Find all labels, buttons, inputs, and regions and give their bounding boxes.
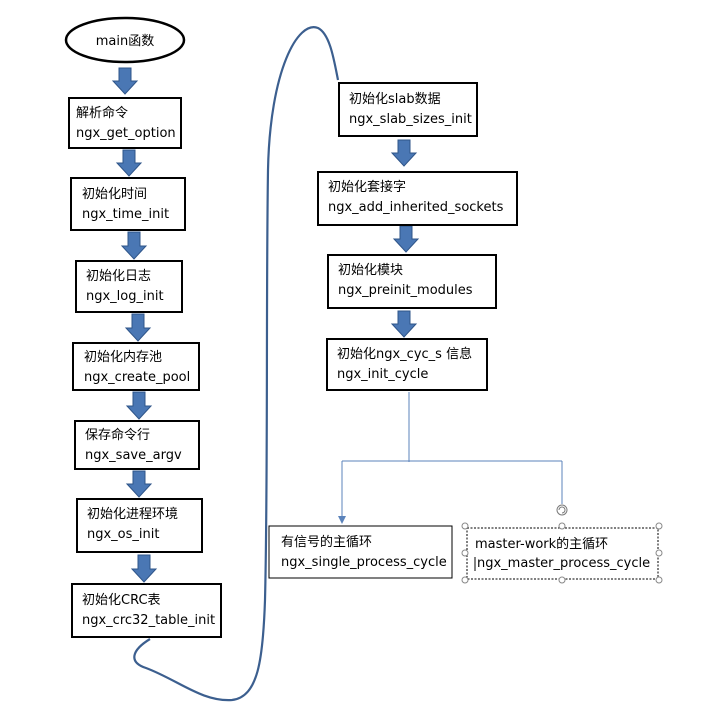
node-master-process-cycle[interactable]: master-work的主循环 ngx_master_process_cycle	[466, 527, 659, 580]
node-single-process-cycle-cn: 有信号的主循环	[281, 534, 372, 550]
node-get-option[interactable]: 解析命令 ngx_get_option	[68, 97, 182, 149]
node-init-cycle[interactable]: 初始化ngx_cyc_s 信息 ngx_init_cycle	[326, 338, 488, 391]
node-log-init-cn: 初始化日志	[86, 269, 151, 284]
node-get-option-cn: 解析命令	[76, 105, 128, 121]
rotation-handle-icon[interactable]	[556, 504, 568, 516]
node-slab-init[interactable]: 初始化slab数据 ngx_slab_sizes_init	[338, 82, 478, 137]
node-os-init-cn: 初始化进程环境	[87, 507, 178, 522]
node-create-pool-fn: ngx_create_pool	[84, 370, 190, 385]
arrow-r3-to-r4	[390, 310, 418, 338]
node-get-option-fn: ngx_get_option	[76, 126, 176, 141]
node-slab-init-fn: ngx_slab_sizes_init	[349, 112, 472, 127]
node-crc32-init[interactable]: 初始化CRC表 ngx_crc32_table_init	[71, 583, 222, 638]
node-time-init-cn: 初始化时间	[82, 187, 147, 202]
node-preinit-modules[interactable]: 初始化模块 ngx_preinit_modules	[327, 254, 497, 309]
connector-curve	[133, 26, 340, 702]
start-label: main函数	[96, 34, 154, 49]
node-init-cycle-fn: ngx_init_cycle	[337, 367, 428, 382]
node-inherited-sockets-fn: ngx_add_inherited_sockets	[328, 200, 504, 215]
node-create-pool-cn: 初始化内存池	[84, 349, 162, 365]
selection-handles[interactable]	[461, 522, 663, 584]
node-inherited-sockets[interactable]: 初始化套接字 ngx_add_inherited_sockets	[317, 171, 518, 226]
branch-connector	[338, 392, 563, 524]
start-ellipse[interactable]	[64, 16, 186, 64]
node-init-cycle-cn: 初始化ngx_cyc_s 信息	[337, 346, 472, 362]
arrow-3-to-4	[124, 313, 152, 342]
arrow-5-to-6	[125, 470, 153, 498]
node-save-argv-cn: 保存命令行	[85, 427, 150, 443]
arrow-1-to-2	[115, 149, 143, 177]
node-preinit-modules-cn: 初始化模块	[338, 263, 403, 278]
node-log-init-fn: ngx_log_init	[86, 289, 164, 304]
node-create-pool[interactable]: 初始化内存池 ngx_create_pool	[72, 342, 200, 391]
node-save-argv[interactable]: 保存命令行 ngx_save_argv	[74, 420, 200, 470]
arrow-start-to-1	[111, 67, 139, 95]
node-os-init[interactable]: 初始化进程环境 ngx_os_init	[76, 498, 203, 553]
node-master-process-cycle-cn: master-work的主循环	[475, 536, 608, 552]
node-os-init-fn: ngx_os_init	[87, 527, 159, 542]
node-save-argv-fn: ngx_save_argv	[85, 448, 182, 463]
arrow-4-to-5	[125, 391, 153, 420]
node-log-init[interactable]: 初始化日志 ngx_log_init	[75, 260, 183, 313]
node-preinit-modules-fn: ngx_preinit_modules	[338, 283, 473, 298]
arrow-6-to-7	[130, 554, 158, 583]
node-inherited-sockets-cn: 初始化套接字	[328, 179, 406, 195]
node-crc32-init-cn: 初始化CRC表	[82, 593, 161, 608]
arrow-r2-to-r3	[392, 225, 420, 253]
node-single-process-cycle[interactable]: 有信号的主循环 ngx_single_process_cycle	[268, 525, 453, 579]
arrow-r1-to-r2	[390, 139, 418, 167]
arrow-2-to-3	[120, 231, 148, 260]
node-master-process-cycle-fn: ngx_master_process_cycle	[477, 556, 650, 571]
node-slab-init-cn: 初始化slab数据	[349, 92, 441, 107]
node-crc32-init-fn: ngx_crc32_table_init	[82, 613, 215, 628]
node-time-init[interactable]: 初始化时间 ngx_time_init	[70, 177, 186, 231]
node-single-process-cycle-fn: ngx_single_process_cycle	[281, 555, 447, 570]
node-time-init-fn: ngx_time_init	[82, 207, 169, 222]
